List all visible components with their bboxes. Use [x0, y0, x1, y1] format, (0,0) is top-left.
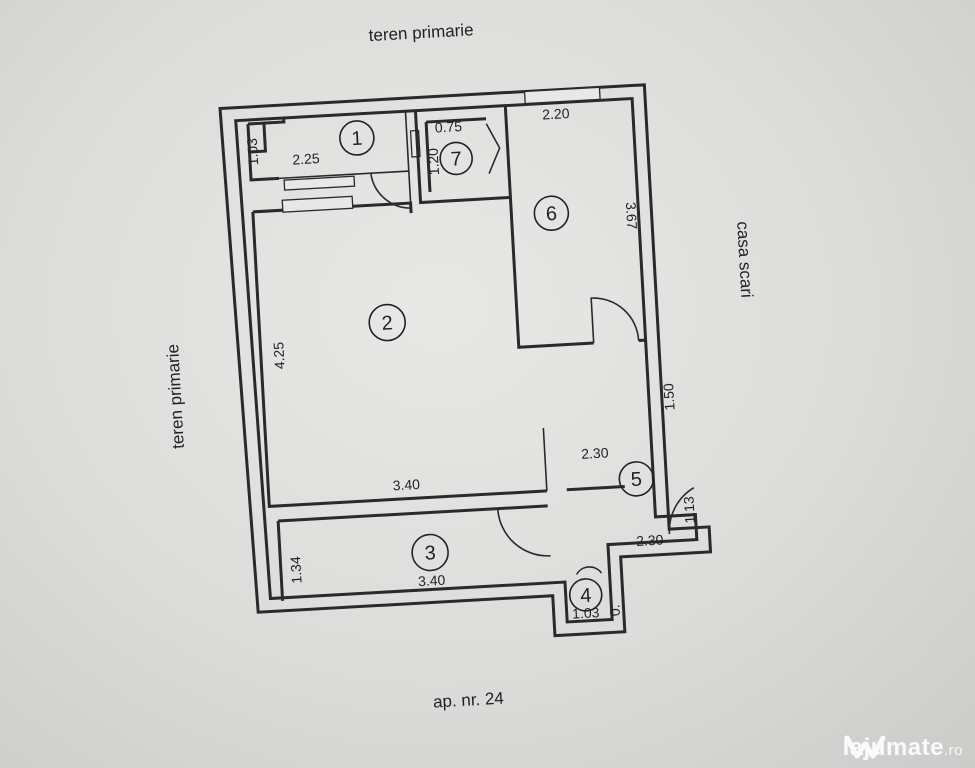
plan-group: 1 2 3 4 5 6 7 [163, 20, 756, 712]
room6-window [523, 86, 601, 105]
dim-r5-width-top: 2.30 [581, 444, 609, 462]
dim-r3-height: 1.34 [287, 556, 305, 584]
room-number-7: 7 [439, 141, 473, 176]
svg-text:1: 1 [351, 128, 363, 151]
entry-door [668, 486, 695, 535]
room2-window [281, 195, 354, 213]
room-number-4: 4 [568, 578, 603, 612]
svg-text:3: 3 [424, 542, 436, 565]
svg-text:7: 7 [450, 148, 462, 171]
dim-r6-width: 2.20 [542, 105, 570, 123]
dim-r2-width: 3.40 [392, 476, 420, 494]
label-left: teren primarie [163, 344, 188, 450]
room6-wall [508, 197, 646, 349]
dim-r5-width-bottom: 2.30 [636, 531, 664, 549]
dim-r5-height: 1.50 [660, 383, 678, 411]
room3-wall [276, 504, 548, 601]
label-bottom: ap. nr. 24 [433, 689, 505, 712]
room-number-6: 6 [533, 195, 570, 232]
room-number-1: 1 [339, 120, 375, 156]
room6-door [590, 297, 640, 344]
label-top: teren primarie [368, 20, 474, 45]
room7-wall [413, 105, 513, 205]
dim-r3-width: 3.40 [418, 572, 446, 590]
room-number-3: 3 [411, 533, 449, 572]
dim-r7-height: 1.20 [425, 147, 443, 175]
dim-r1-width: 2.25 [292, 150, 320, 168]
svg-text:5: 5 [630, 469, 642, 492]
room-number-2: 2 [368, 303, 407, 342]
svg-text:4: 4 [580, 585, 592, 608]
svg-text:6: 6 [545, 203, 557, 226]
room-number-5: 5 [618, 461, 655, 497]
dim-r4-width: 1.03 [572, 604, 600, 622]
watermark-tld: .ro [943, 742, 963, 759]
inner-outer-wall [234, 96, 699, 624]
room4-wall [564, 566, 613, 623]
dim-r6-height: 3.67 [623, 202, 641, 230]
room1-window [283, 175, 356, 191]
label-right: casa scari [733, 221, 756, 298]
watermark-logo: lajumate.ro [843, 734, 963, 762]
heart-logo-icon [844, 735, 886, 759]
outer-wall [218, 83, 713, 638]
svg-text:2: 2 [381, 312, 393, 335]
room1-wall [246, 117, 286, 182]
room2-wall [251, 201, 625, 508]
room3-door [496, 508, 551, 557]
room2-partition [542, 427, 548, 491]
room1-bottom-wall [278, 111, 410, 180]
dim-r5-door: 1.13 [680, 496, 698, 524]
dim-r1-height: 1.03 [244, 138, 262, 166]
dim-r4-height: 0. [606, 604, 623, 617]
dim-r2-height: 4.25 [270, 341, 288, 369]
room7-door [485, 123, 501, 174]
dim-r7-width: 0.75 [434, 118, 462, 136]
